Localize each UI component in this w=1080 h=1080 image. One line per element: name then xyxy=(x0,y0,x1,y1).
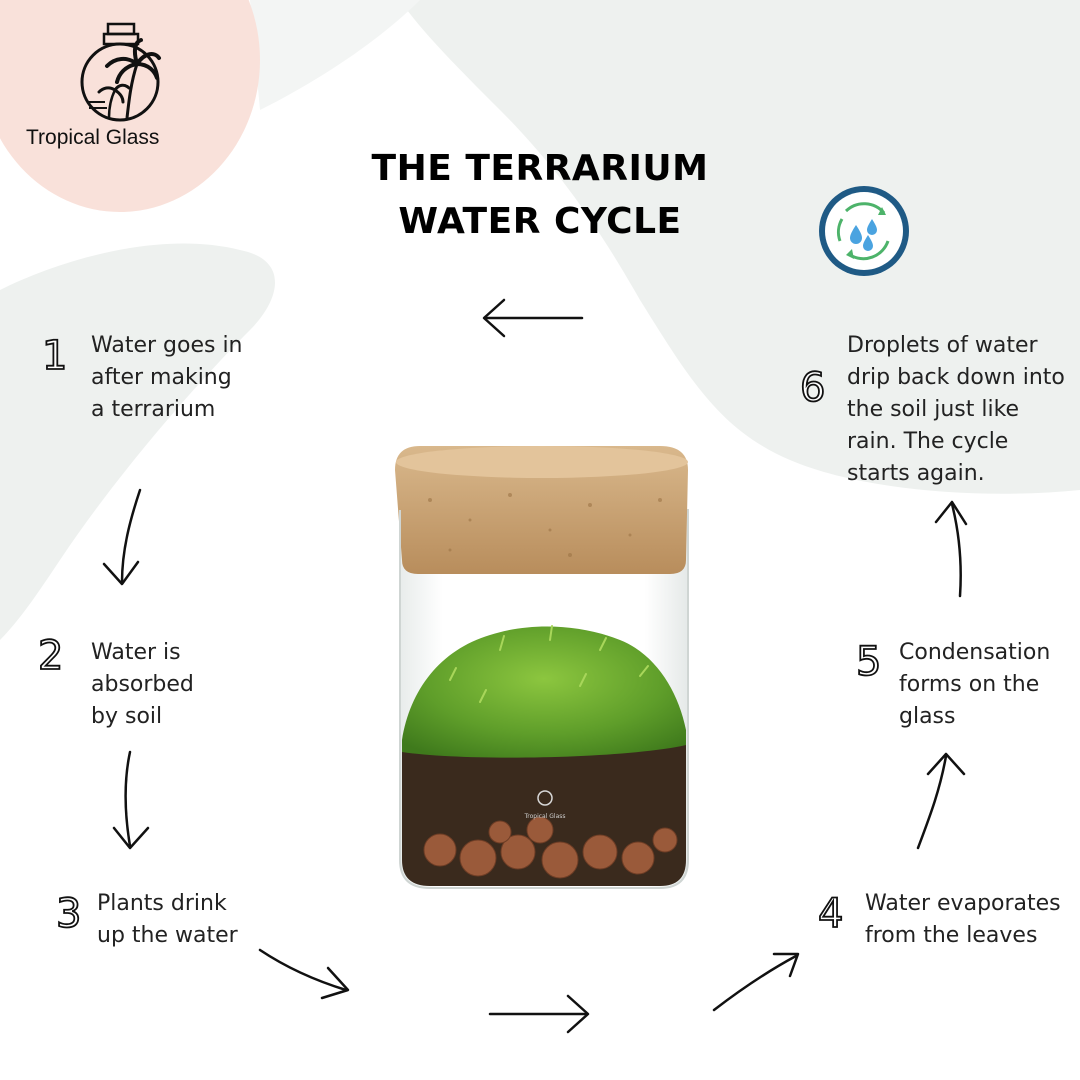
grey-blob-left xyxy=(0,243,275,640)
arrow-6-to-1 xyxy=(482,298,584,338)
arrow-5-to-6 xyxy=(934,500,968,598)
step-2-text: Water is absorbed by soil xyxy=(91,640,194,729)
step-5-number: 5 xyxy=(855,639,882,685)
step-3-number: 3 xyxy=(55,891,82,937)
arrow-4-to-5 xyxy=(916,752,966,850)
water-cycle-icon xyxy=(819,186,909,276)
step-5-text: Condensation forms on the glass xyxy=(899,640,1051,729)
brand-name: Tropical Glass xyxy=(26,126,160,149)
terrarium-jar-image: Tropical Glass xyxy=(395,446,689,889)
arrow-1-to-2 xyxy=(102,488,142,586)
step-1-number: 1 xyxy=(41,333,68,379)
step-3-text: Plants drink up the water xyxy=(97,891,238,948)
step-4-number: 4 xyxy=(817,891,844,937)
arrow-2-to-3 xyxy=(112,750,150,850)
step-4-text: Water evaporates from the leaves xyxy=(865,891,1061,948)
jar-palm-logo-icon xyxy=(80,22,161,122)
grey-blob xyxy=(400,0,1080,494)
arrow-3-to-jar xyxy=(258,948,350,1000)
title-line-2: WATER CYCLE xyxy=(398,201,682,242)
grey-blob-top xyxy=(250,0,420,110)
page-title: THE TERRARIUM WATER CYCLE xyxy=(290,142,790,248)
title-line-1: THE TERRARIUM xyxy=(371,148,709,189)
pink-blob xyxy=(0,0,260,212)
step-6-text: Droplets of water drip back down into th… xyxy=(847,333,1065,486)
arrow-jar-to-4-straight xyxy=(488,994,590,1034)
step-1-text: Water goes in after making a terrarium xyxy=(91,333,243,422)
brand-logo: Tropical Glass xyxy=(20,20,225,160)
jar-brand-label: Tropical Glass xyxy=(523,813,565,820)
step-2-number: 2 xyxy=(37,633,64,679)
step-6-number: 6 xyxy=(799,365,826,411)
arrow-to-4 xyxy=(712,952,800,1012)
